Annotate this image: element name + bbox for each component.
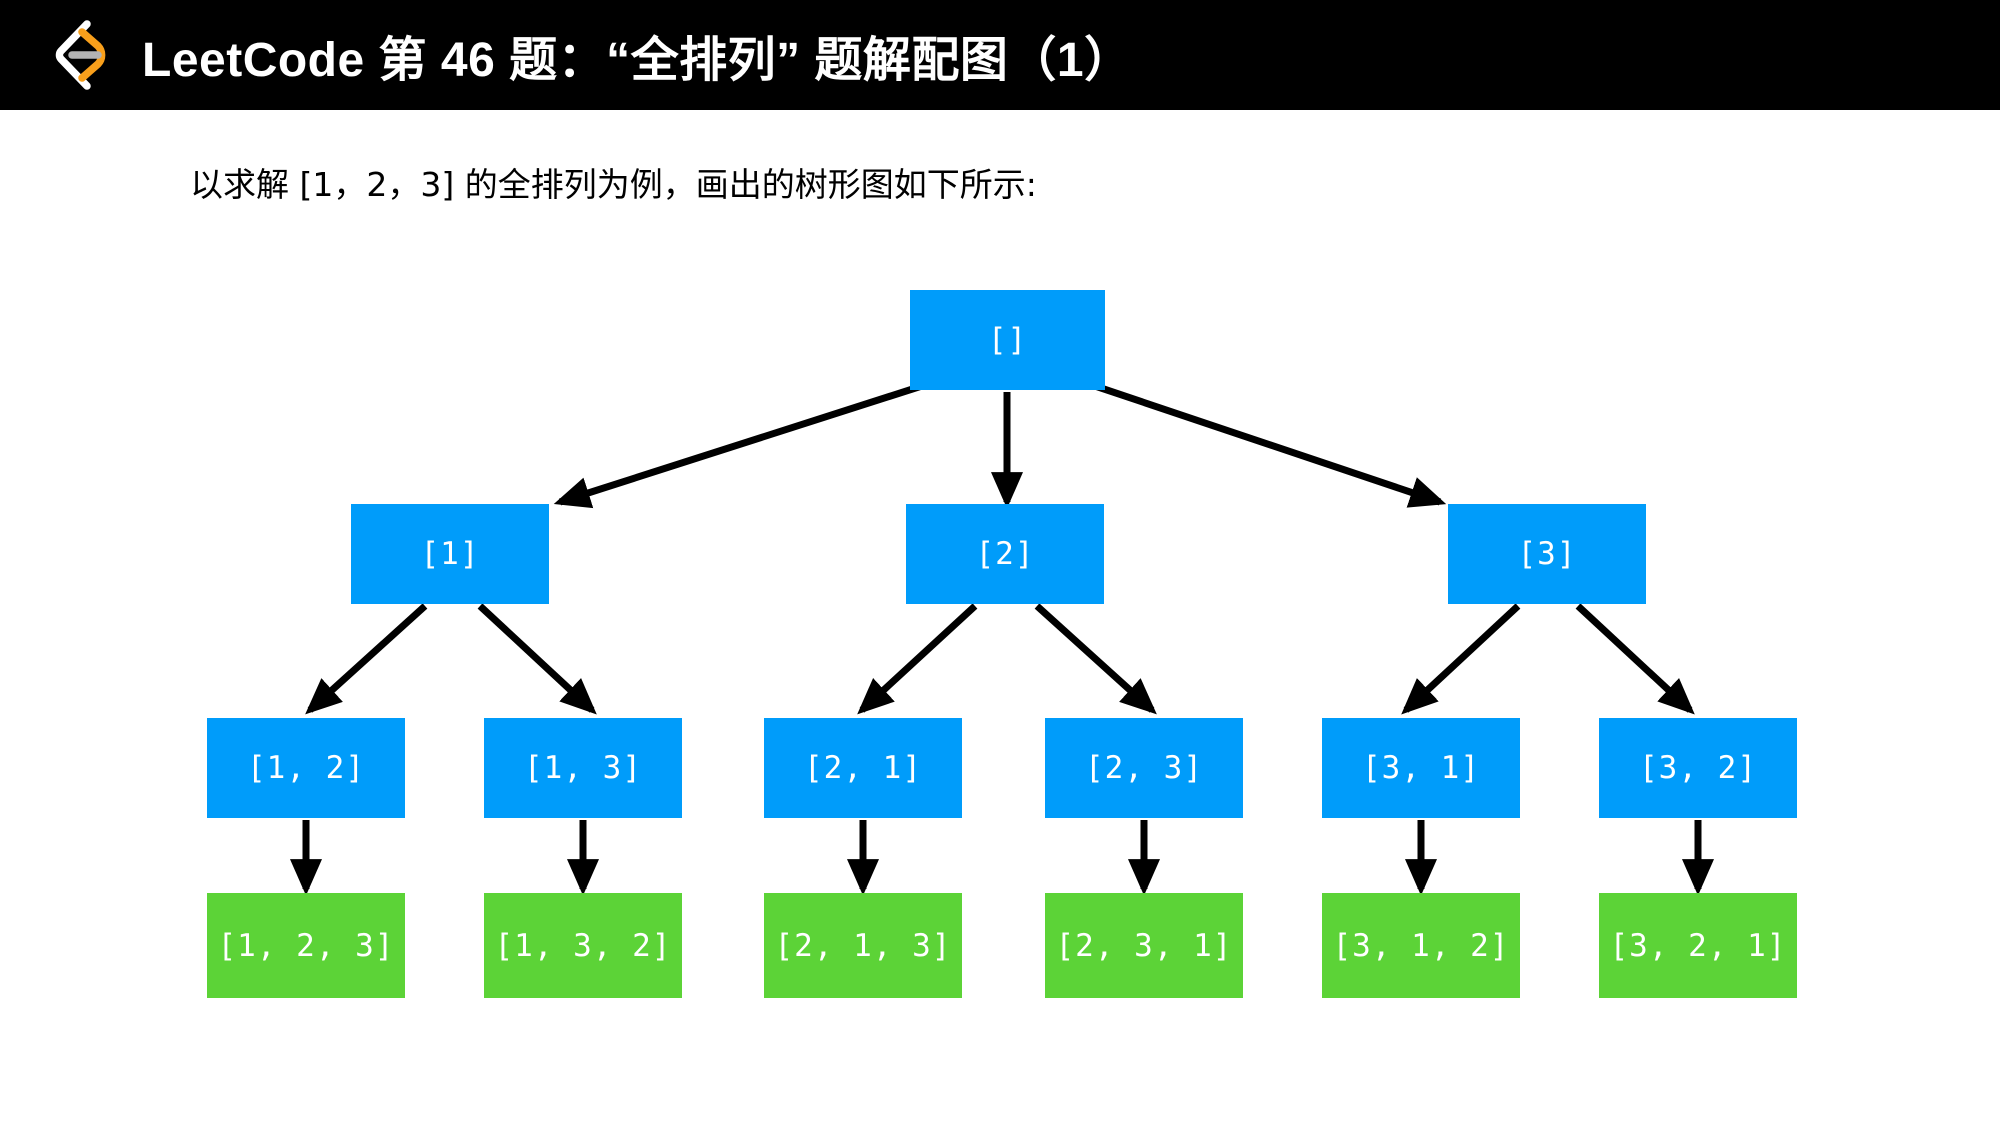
tree-leaf-node[interactable]: [1, 2, 3] [207, 893, 405, 998]
tree-node-root[interactable]: [] [910, 290, 1105, 390]
description-text: 以求解 [1，2，3] 的全排列为例，画出的树形图如下所示: [190, 165, 1037, 204]
tree-node-level1[interactable]: [1] [351, 504, 549, 604]
tree-node-level2[interactable]: [3, 1] [1322, 718, 1520, 818]
tree-leaf-node[interactable]: [3, 1, 2] [1322, 893, 1520, 998]
tree-node-level2[interactable]: [1, 2] [207, 718, 405, 818]
tree-node-level2[interactable]: [2, 3] [1045, 718, 1243, 818]
tree-node-level1[interactable]: [3] [1448, 504, 1646, 604]
leetcode-logo-icon [46, 18, 120, 92]
permutation-tree-diagram: [] [1] [2] [3] [1, 2] [1, 3] [2, 1] [2, … [0, 110, 2000, 1125]
tree-leaf-node[interactable]: [3, 2, 1] [1599, 893, 1797, 998]
tree-node-level2[interactable]: [1, 3] [484, 718, 682, 818]
tree-node-level2[interactable]: [3, 2] [1599, 718, 1797, 818]
page-title: LeetCode 第 46 题：“全排列” 题解配图（1） [142, 34, 1133, 87]
tree-node-level2[interactable]: [2, 1] [764, 718, 962, 818]
tree-leaf-node[interactable]: [1, 3, 2] [484, 893, 682, 998]
tree-edges [289, 381, 1715, 896]
app-header: LeetCode 第 46 题：“全排列” 题解配图（1） [0, 0, 2000, 110]
tree-leaf-node[interactable]: [2, 1, 3] [764, 893, 962, 998]
tree-leaf-node[interactable]: [2, 3, 1] [1045, 893, 1243, 998]
tree-node-level1[interactable]: [2] [906, 504, 1104, 604]
